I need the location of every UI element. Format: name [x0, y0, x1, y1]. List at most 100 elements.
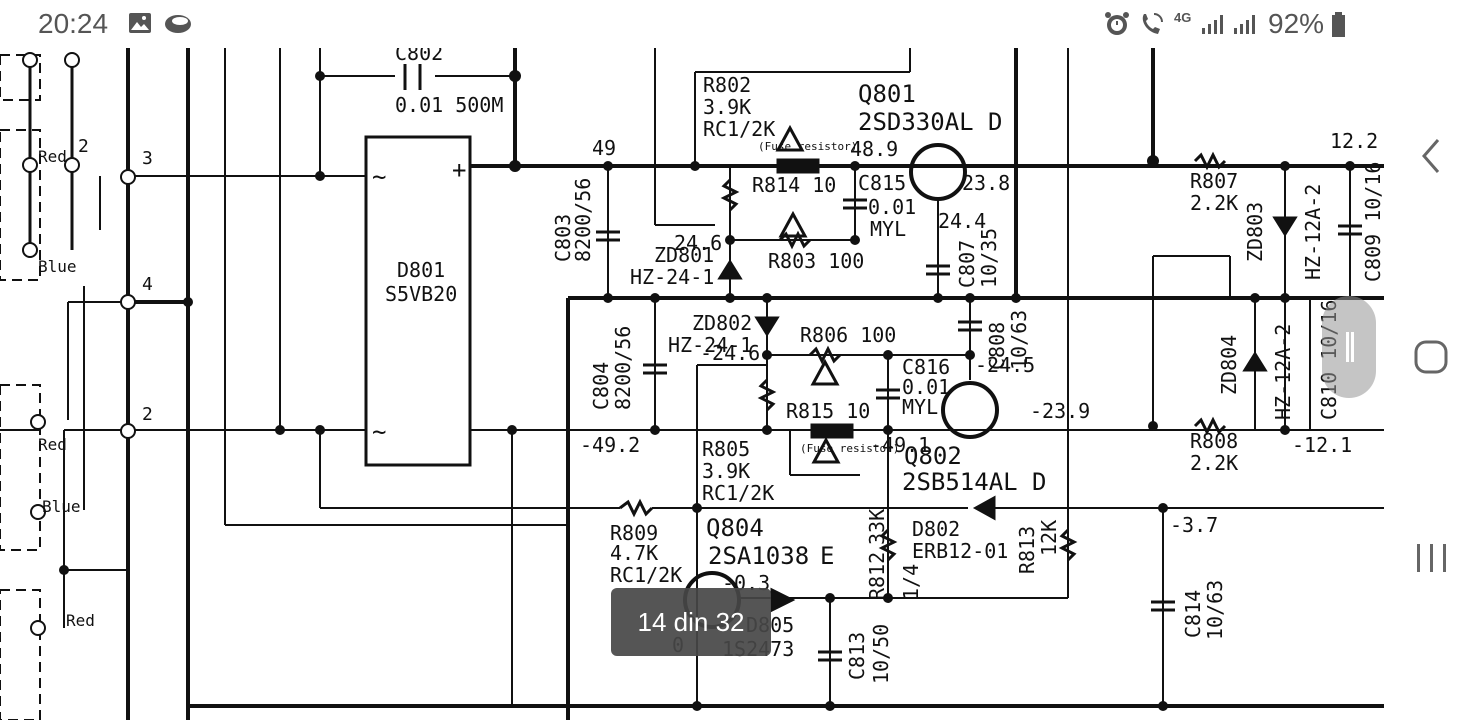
zd804-label: ZD804: [1217, 335, 1241, 395]
r809-value: 4.7K: [610, 541, 658, 565]
c816-type: MYL: [902, 395, 938, 419]
battery-icon: [1332, 12, 1345, 37]
navigation-bar: [1384, 0, 1480, 720]
gallery-icon: [129, 13, 151, 33]
q804-rank: E: [820, 542, 834, 570]
c807-label: C807: [955, 240, 979, 288]
c808-label: C808: [985, 322, 1009, 370]
r807-value: 2.2K: [1190, 191, 1238, 215]
q802-rank: D: [1032, 468, 1046, 496]
voltage-49: 49: [592, 136, 616, 160]
schematic-page[interactable]: C802 0.01 500M + ~ ~ D801 S5VB20 49 R802…: [0, 48, 1384, 720]
q801-part: 2SD330AL: [858, 108, 974, 136]
cloud-icon: [165, 15, 191, 33]
d801-part: S5VB20: [385, 282, 457, 306]
c809-label: C809 10/16: [1361, 162, 1384, 282]
recents-button[interactable]: [1414, 540, 1450, 576]
c803-label: C803: [551, 214, 575, 262]
status-bar: 20:24 4G 92%: [0, 0, 1384, 48]
r812-value: 33K: [865, 509, 889, 545]
r802-type: RC1/2K: [703, 117, 775, 141]
voltage-neg-49-2: -49.2: [580, 433, 640, 457]
c803-value: 8200/56: [571, 178, 595, 262]
voltage-neg-23-9: -23.9: [1030, 399, 1090, 423]
r815-label: R815 10: [786, 399, 870, 423]
q804-label: Q804: [706, 514, 764, 542]
pin-4: 4: [142, 274, 153, 295]
r812-label: R812: [865, 552, 889, 600]
bridge-tilde-top: ~: [372, 163, 386, 191]
zd803-part: HZ-12A-2: [1301, 184, 1325, 280]
scroll-handle[interactable]: [1322, 296, 1376, 398]
voltage-23-8: 23.8: [962, 171, 1010, 195]
voltage-neg-12-1: -12.1: [1292, 433, 1352, 457]
r802-value: 3.9K: [703, 95, 751, 119]
grip-icon: [1351, 332, 1354, 362]
q802-label: Q802: [904, 442, 962, 470]
voltage-12-2: 12.2: [1330, 129, 1378, 153]
q804-part: 2SA1038: [708, 542, 809, 570]
bridge-plus-symbol: +: [452, 156, 466, 184]
r809-label: R809: [610, 521, 658, 545]
r805-type: RC1/2K: [702, 481, 774, 505]
q801-rank: D: [988, 108, 1002, 136]
c815-value: 0.01: [868, 195, 916, 219]
voltage-24-4: 24.4: [938, 209, 986, 233]
zd801-label: ZD801: [654, 243, 714, 267]
wire-blue-2: Blue: [42, 497, 81, 516]
c814-label: C814: [1181, 590, 1205, 638]
wifi-call-icon: [1142, 13, 1163, 34]
c802-value: 0.01 500M: [395, 93, 503, 117]
home-button[interactable]: [1412, 338, 1452, 378]
page-indicator: 14 din 32: [611, 588, 771, 656]
pin-2-top: 2: [78, 136, 89, 157]
wire-red-2: Red: [38, 435, 67, 454]
fuse-resistor-label-top: (Fuse resistor): [758, 140, 857, 153]
c813-value: 10/50: [869, 624, 893, 684]
grip-icon: [1346, 332, 1349, 362]
d802-part: ERB12-01: [912, 539, 1008, 563]
c815-label: C815: [858, 171, 906, 195]
zd801-part: HZ-24-1: [630, 265, 714, 289]
r808-value: 2.2K: [1190, 451, 1238, 475]
voltage-48-9: 48.9: [850, 137, 898, 161]
c802-label: C802: [395, 48, 443, 65]
r803-label: R803 100: [768, 249, 864, 273]
c808-value: 10/63: [1007, 310, 1031, 370]
voltage-neg-24-5: -24.5: [975, 353, 1035, 377]
c816-value: 0.01: [902, 375, 950, 399]
r802-label: R802: [703, 73, 751, 97]
r813-value: 12K: [1037, 520, 1061, 556]
wire-red-1: Red: [38, 147, 67, 166]
r805-label: R805: [702, 437, 750, 461]
battery-percent: 92%: [1268, 8, 1325, 39]
c814-value: 10/63: [1203, 580, 1227, 640]
zd802-label: ZD802: [692, 311, 752, 335]
voltage-neg-49-1: -49.1: [870, 433, 930, 457]
4g-icon: 4G: [1174, 10, 1192, 25]
c804-label: C804: [589, 362, 613, 410]
c807-value: 10/35: [977, 228, 1001, 288]
r813-label: R813: [1015, 526, 1039, 574]
zd804-part: HZ-12A-2: [1271, 324, 1295, 420]
signal-icon: [1202, 15, 1223, 34]
c816-label: C816: [902, 355, 950, 379]
bridge-tilde-bottom: ~: [372, 418, 386, 446]
d801-label: D801: [397, 258, 445, 282]
fuse-resistor-label-bottom: (Fuse resistor): [800, 442, 899, 455]
voltage-24-6: 24.6: [674, 231, 722, 255]
q801-label: Q801: [858, 80, 916, 108]
pin-3: 3: [142, 148, 153, 169]
status-time: 20:24: [38, 8, 109, 39]
r809-type: RC1/2K: [610, 563, 682, 587]
back-button[interactable]: [1416, 136, 1448, 176]
r812-power: 1/4: [899, 564, 923, 600]
zd803-label: ZD803: [1243, 202, 1267, 262]
pin-2: 2: [142, 404, 153, 425]
wire-blue-1: Blue: [38, 257, 77, 276]
r808-label: R808: [1190, 429, 1238, 453]
q802-part: 2SB514AL: [902, 468, 1018, 496]
r806-label: R806 100: [800, 323, 896, 347]
r805-value: 3.9K: [702, 459, 750, 483]
r807-label: R807: [1190, 169, 1238, 193]
